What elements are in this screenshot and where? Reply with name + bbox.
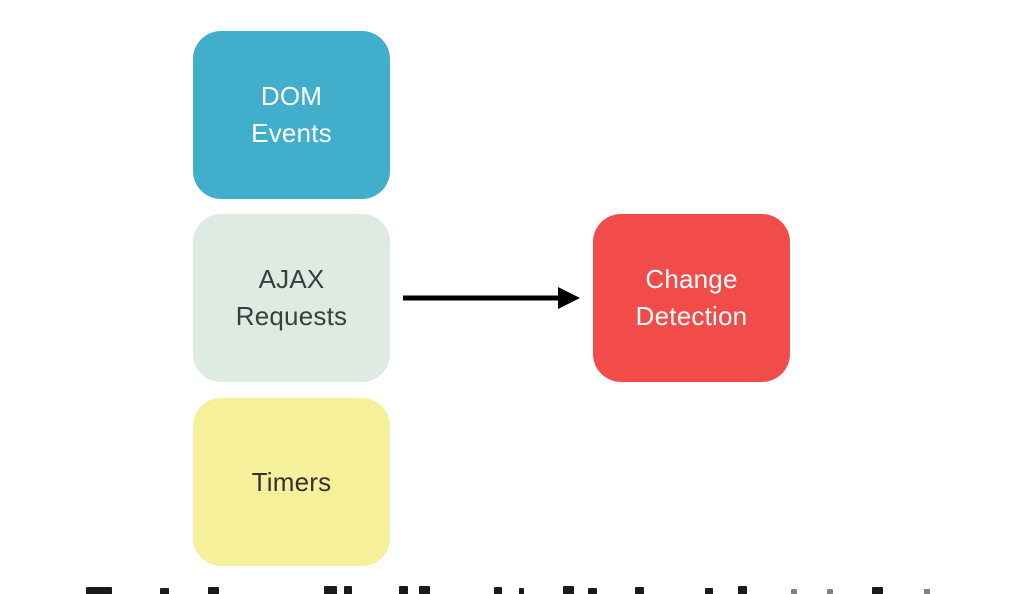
box-text-line: Events xyxy=(251,118,332,148)
box-timers: Timers xyxy=(193,398,390,566)
box-text-line: Detection xyxy=(635,301,748,331)
box-dom-events-label: DOM Events xyxy=(251,78,332,152)
box-ajax-requests: AJAX Requests xyxy=(193,214,390,382)
box-text-line: Change xyxy=(645,264,738,294)
box-timers-label: Timers xyxy=(252,464,332,501)
box-ajax-requests-label: AJAX Requests xyxy=(236,261,347,335)
box-change-detection-label: Change Detection xyxy=(636,261,748,335)
clipped-caption-letter-tops xyxy=(0,586,1029,594)
box-text-line: Timers xyxy=(251,466,332,497)
box-dom-events: DOM Events xyxy=(193,31,390,199)
box-text-line: DOM xyxy=(260,81,323,111)
arrow-ajax-to-change-detection-icon xyxy=(403,287,580,309)
box-text-line: Requests xyxy=(235,301,348,331)
box-text-line: AJAX xyxy=(258,264,325,294)
box-change-detection: Change Detection xyxy=(593,214,790,382)
